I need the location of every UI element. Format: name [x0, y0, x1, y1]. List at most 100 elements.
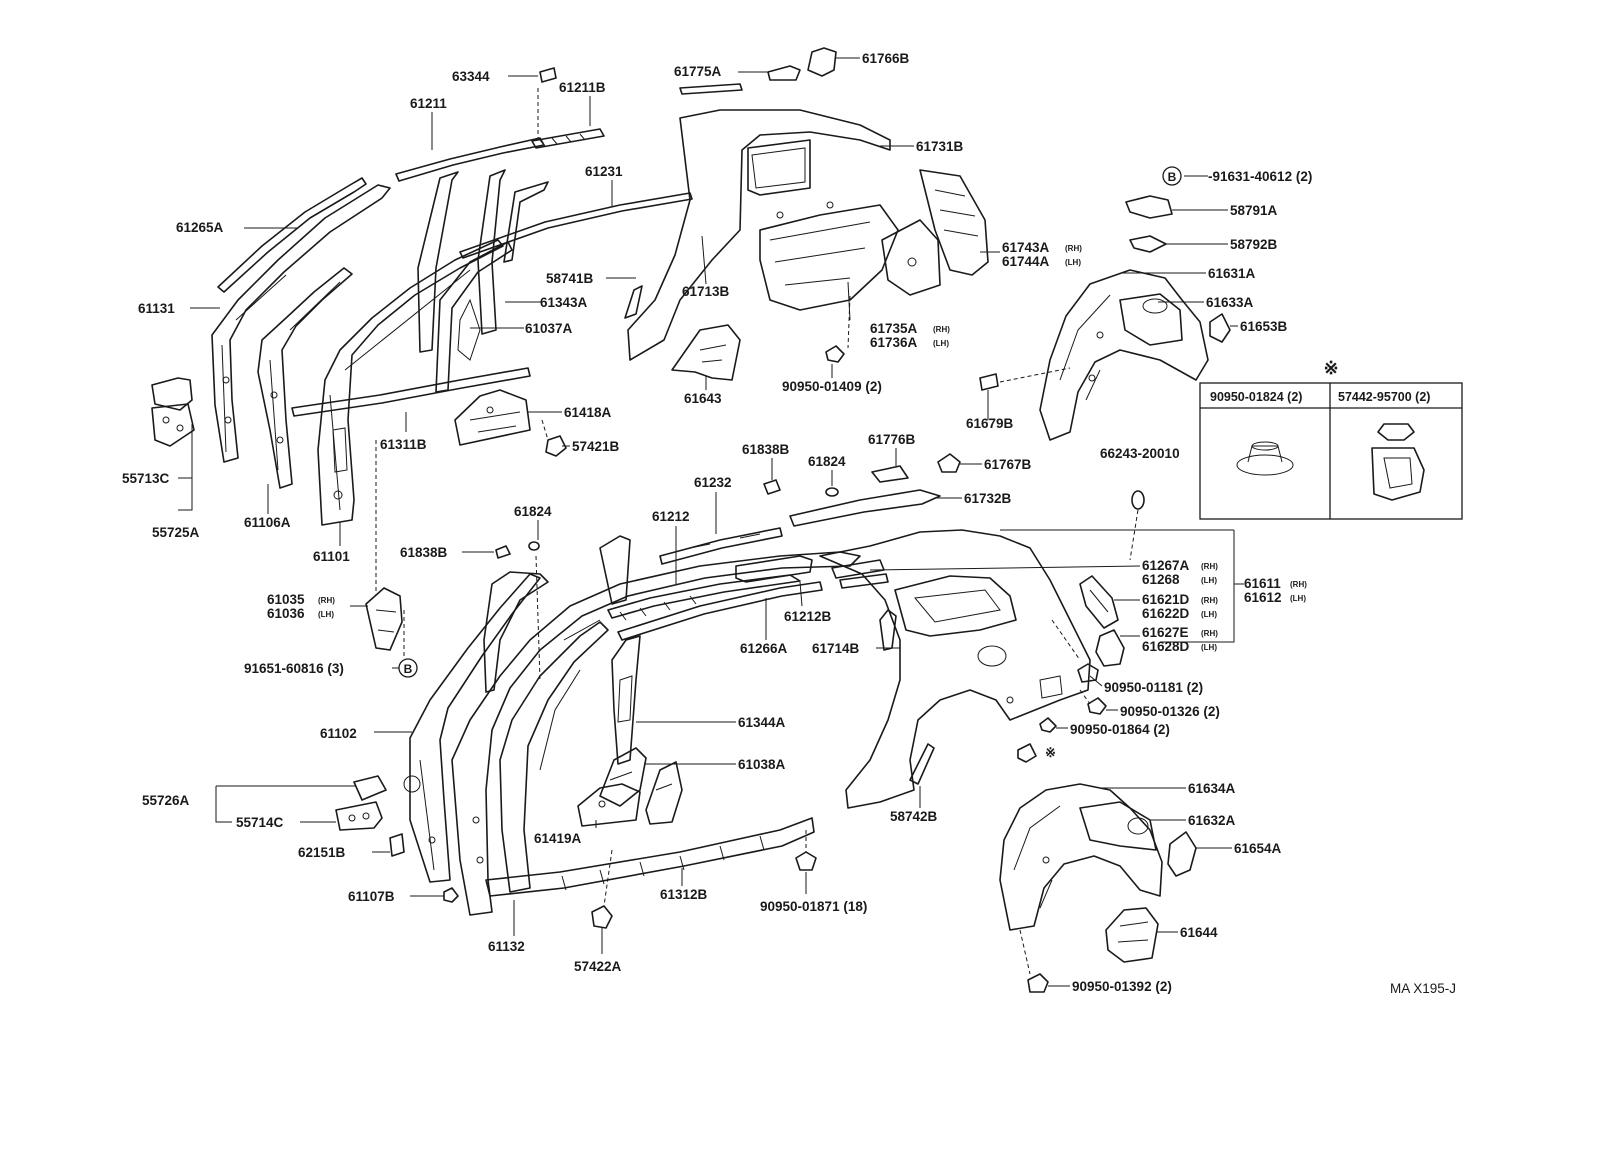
label-61038A: 61038A — [738, 757, 786, 772]
bracket-61775A-drawing — [767, 65, 801, 81]
inner-pillar-61102-upper-drawing — [483, 535, 631, 693]
label-61632A: 61632A — [1188, 813, 1236, 828]
label-61266A: 61266A — [740, 641, 788, 656]
label-90950-01392: 90950-01392 (2) — [1072, 979, 1172, 994]
reference-inset — [1199, 382, 1463, 520]
pillar-61102-drawing — [403, 573, 541, 883]
label-61267A-side: (RH) — [1201, 562, 1218, 571]
label-61743A: 61743A — [1002, 240, 1050, 255]
rocker-61311B-drawing — [291, 367, 531, 417]
label-61612-side: (LH) — [1290, 594, 1306, 603]
label-61343A: 61343A — [540, 295, 588, 310]
quarter-outer-61611-drawing — [819, 529, 1091, 809]
side-outer-61611-drawing — [451, 551, 861, 916]
reference-mark-inset: ※ — [1323, 358, 1338, 378]
label-58791A: 58791A — [1230, 203, 1278, 218]
label-61611-side: (RH) — [1290, 580, 1307, 589]
clip-63344-drawing — [539, 67, 557, 83]
label-61612: 61612 — [1244, 590, 1282, 605]
grommet-57442-95700-drawing — [1371, 423, 1425, 501]
label-61106A: 61106A — [244, 515, 291, 530]
bracket-61035-drawing — [365, 587, 403, 651]
label-61679B: 61679B — [966, 416, 1014, 431]
label-61736A-side: (LH) — [933, 339, 949, 348]
label-90950-01864: 90950-01864 (2) — [1070, 722, 1170, 737]
reference-mark-body: ※ — [1045, 745, 1056, 760]
label-55714C: 55714C — [236, 815, 284, 830]
bolt-marker-bottom: B — [404, 662, 413, 676]
bracket-58791A-drawing — [1125, 195, 1173, 219]
label-61824-left: 61824 — [514, 504, 552, 519]
label-62151B: 62151B — [298, 845, 346, 860]
rail-61266A-drawing — [617, 581, 823, 641]
label-61824-top: 61824 — [808, 454, 846, 469]
label-58742B: 58742B — [890, 809, 938, 824]
label-61732B: 61732B — [964, 491, 1012, 506]
pad-62151B-drawing — [389, 833, 405, 857]
label-57442-95700: 57442-95700 (2) — [1338, 390, 1430, 404]
label-90950-01326: 90950-01326 (2) — [1120, 704, 1220, 719]
clip-90950-01871-drawing — [795, 851, 817, 871]
label-61419A: 61419A — [534, 831, 582, 846]
label-61212B: 61212B — [784, 609, 832, 624]
bracket-55713C-drawing — [151, 377, 195, 447]
label-61744A: 61744A — [1002, 254, 1050, 269]
label-55713C: 55713C — [122, 471, 170, 486]
label-61268-side: (LH) — [1201, 576, 1217, 585]
label-61735A: 61735A — [870, 321, 918, 336]
label-61131: 61131 — [138, 301, 175, 316]
label-66243-20010: 66243-20010 — [1100, 446, 1180, 461]
trim-58741B-drawing — [624, 285, 643, 319]
clip-90950-01409-drawing — [825, 345, 845, 363]
label-61211: 61211 — [410, 96, 447, 111]
label-61035: 61035 — [267, 592, 305, 607]
roof-rail-61211-drawing — [395, 137, 545, 182]
label-61627E-side: (RH) — [1201, 629, 1218, 638]
label-61744A-side: (LH) — [1065, 258, 1081, 267]
part-drawings — [151, 47, 1463, 993]
bracket-61419A-drawing — [577, 783, 641, 827]
bracket-61627E-drawing — [1095, 629, 1125, 667]
label-61714B: 61714B — [812, 641, 860, 656]
bracket-61038A-drawing — [599, 747, 683, 825]
label-61107B: 61107B — [348, 889, 395, 904]
label-61101: 61101 — [313, 549, 350, 564]
label-61102: 61102 — [320, 726, 357, 741]
label-61643: 61643 — [684, 391, 722, 406]
label-61654A: 61654A — [1234, 841, 1282, 856]
label-61735A-side: (RH) — [933, 325, 950, 334]
label-61767B: 61767B — [984, 457, 1032, 472]
label-90950-01409: 90950-01409 (2) — [782, 379, 882, 394]
part-labels: 63344 61211B 61211 61231 61265A 61131 61… — [122, 51, 1456, 996]
label-61621D: 61621D — [1142, 592, 1190, 607]
bolt-marker-circle-bottom — [398, 658, 418, 678]
roof-rail-61265A-drawing — [217, 177, 367, 293]
label-57422A: 57422A — [574, 959, 622, 974]
label-61775A: 61775A — [674, 64, 722, 79]
markers: B B ※ ※ — [398, 166, 1339, 760]
rail-61232-drawing — [659, 527, 783, 565]
label-58741B: 58741B — [546, 271, 594, 286]
label-61036: 61036 — [267, 606, 305, 621]
label-61634A: 61634A — [1188, 781, 1236, 796]
rail-61212-drawing — [607, 574, 801, 621]
label-61628D-side: (LH) — [1201, 643, 1217, 652]
bracket-61766B-drawing — [807, 47, 837, 77]
label-61743A-side: (RH) — [1065, 244, 1082, 253]
label-63344: 63344 — [452, 69, 490, 84]
label-61036-side: (LH) — [318, 610, 334, 619]
clip-57422A-drawing — [591, 905, 613, 929]
plug-61653B-drawing — [1209, 313, 1231, 343]
clip-90950-01392-drawing — [1027, 973, 1049, 993]
label-61231: 61231 — [585, 164, 623, 179]
label-61035-side: (RH) — [318, 596, 335, 605]
label-61037A: 61037A — [525, 321, 573, 336]
label-61766B: 61766B — [862, 51, 910, 66]
label-61311B: 61311B — [380, 437, 427, 452]
quarter-inner-61731B-drawing — [627, 83, 899, 361]
label-61627E: 61627E — [1142, 625, 1189, 640]
label-91631-40612: -91631-40612 (2) — [1208, 169, 1312, 184]
label-61622D-side: (LH) — [1201, 610, 1217, 619]
panel-61743A-drawing — [919, 169, 989, 276]
